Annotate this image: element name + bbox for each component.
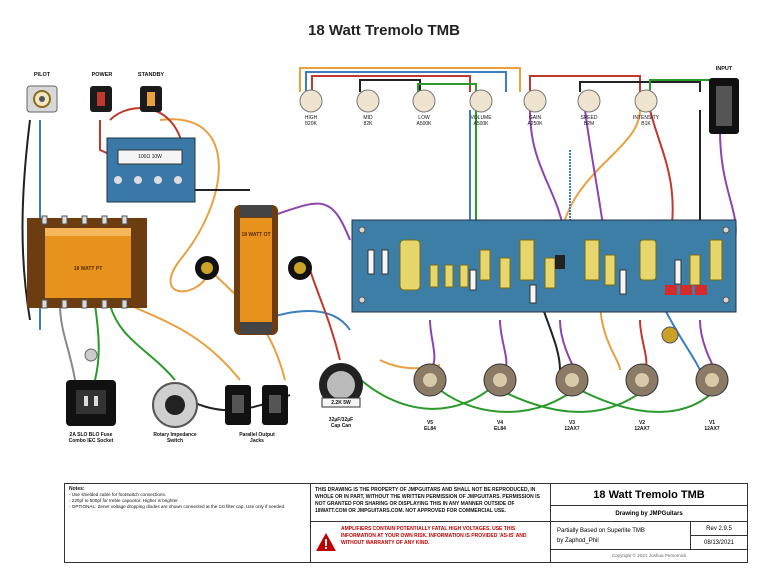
tube-socket-v3-icon	[555, 363, 589, 397]
pt-label: 18 WATT PT	[73, 266, 103, 272]
input-label: INPUT	[715, 66, 733, 72]
warning-text: AMPLIFIERS CONTAIN POTENTIALLY FATAL HIG…	[341, 526, 527, 546]
revision: Rev 2.9.5	[691, 522, 747, 536]
pot-low-icon	[412, 89, 436, 113]
resistor-board-value: 100Ω 10W	[138, 154, 162, 160]
rotary-switch-icon	[152, 382, 198, 428]
notes-heading: Notes:	[69, 486, 85, 492]
tube-socket-v4-icon	[483, 363, 517, 397]
tube-socket-v1-icon	[695, 363, 729, 397]
notes-line: - OPTIONAL: Zener voltage dropping diode…	[69, 504, 286, 509]
resistor-board-icon	[106, 137, 196, 203]
warning-notice: AMPLIFIERS CONTAIN POTENTIALLY FATAL HIG…	[311, 522, 551, 562]
legal-notice: THIS DRAWING IS THE PROPERTY OF JMPGUITA…	[311, 484, 551, 522]
ot-jack-left-icon	[195, 256, 219, 280]
title-block: Notes: - Use shielded cable for footswit…	[64, 483, 748, 563]
date: 08/13/2021	[691, 536, 747, 550]
drawing-credit: Drawing by JMPGuitars	[551, 506, 747, 522]
standby-switch-icon	[140, 86, 162, 112]
power-transformer-icon	[27, 215, 147, 309]
power-switch-icon	[90, 86, 112, 112]
pot-volume-icon	[469, 89, 493, 113]
pilot-lamp-icon	[26, 85, 58, 113]
page-title: 18 Watt Tremolo TMB	[308, 22, 460, 39]
input-jack-icon	[709, 78, 739, 134]
notes-line: - 220pf to 500pf for treble capacitor. H…	[69, 498, 179, 503]
ot-label: 18 WATT OT	[241, 232, 271, 238]
footswitch-jack-icon	[661, 326, 679, 344]
title-block-title: 18 Watt Tremolo TMB	[551, 484, 747, 506]
tube-wires	[349, 299, 721, 413]
pot-mid-icon	[356, 89, 380, 113]
notes-panel: Notes: - Use shielded cable for footswit…	[65, 484, 311, 562]
pot-intensity-icon	[634, 89, 658, 113]
cap-can-resistor-value: 2.2K 5W	[331, 400, 351, 406]
tube-socket-v2-icon	[625, 363, 659, 397]
pot-high-icon	[299, 89, 323, 113]
power-label: POWER	[91, 72, 113, 78]
cap-can-icon	[319, 363, 363, 408]
parallel-output-jacks-icon	[225, 385, 288, 425]
standby-label: STANDBY	[137, 72, 165, 78]
warning-icon	[316, 533, 336, 551]
pot-gain-icon	[523, 89, 547, 113]
iec-fuse-socket-icon	[66, 348, 116, 426]
copyright: Copyright © 2021 Joshua Persomick	[611, 553, 687, 558]
notes-line: - Use shielded cable for footswitch conn…	[69, 492, 167, 497]
ot-jack-right-icon	[288, 256, 312, 280]
output-transformer-icon	[234, 205, 278, 335]
pilot-label: PILOT	[33, 72, 51, 78]
tube-socket-v5-icon	[413, 363, 447, 397]
turret-board-icon	[351, 219, 737, 313]
pot-speed-icon	[577, 89, 601, 113]
